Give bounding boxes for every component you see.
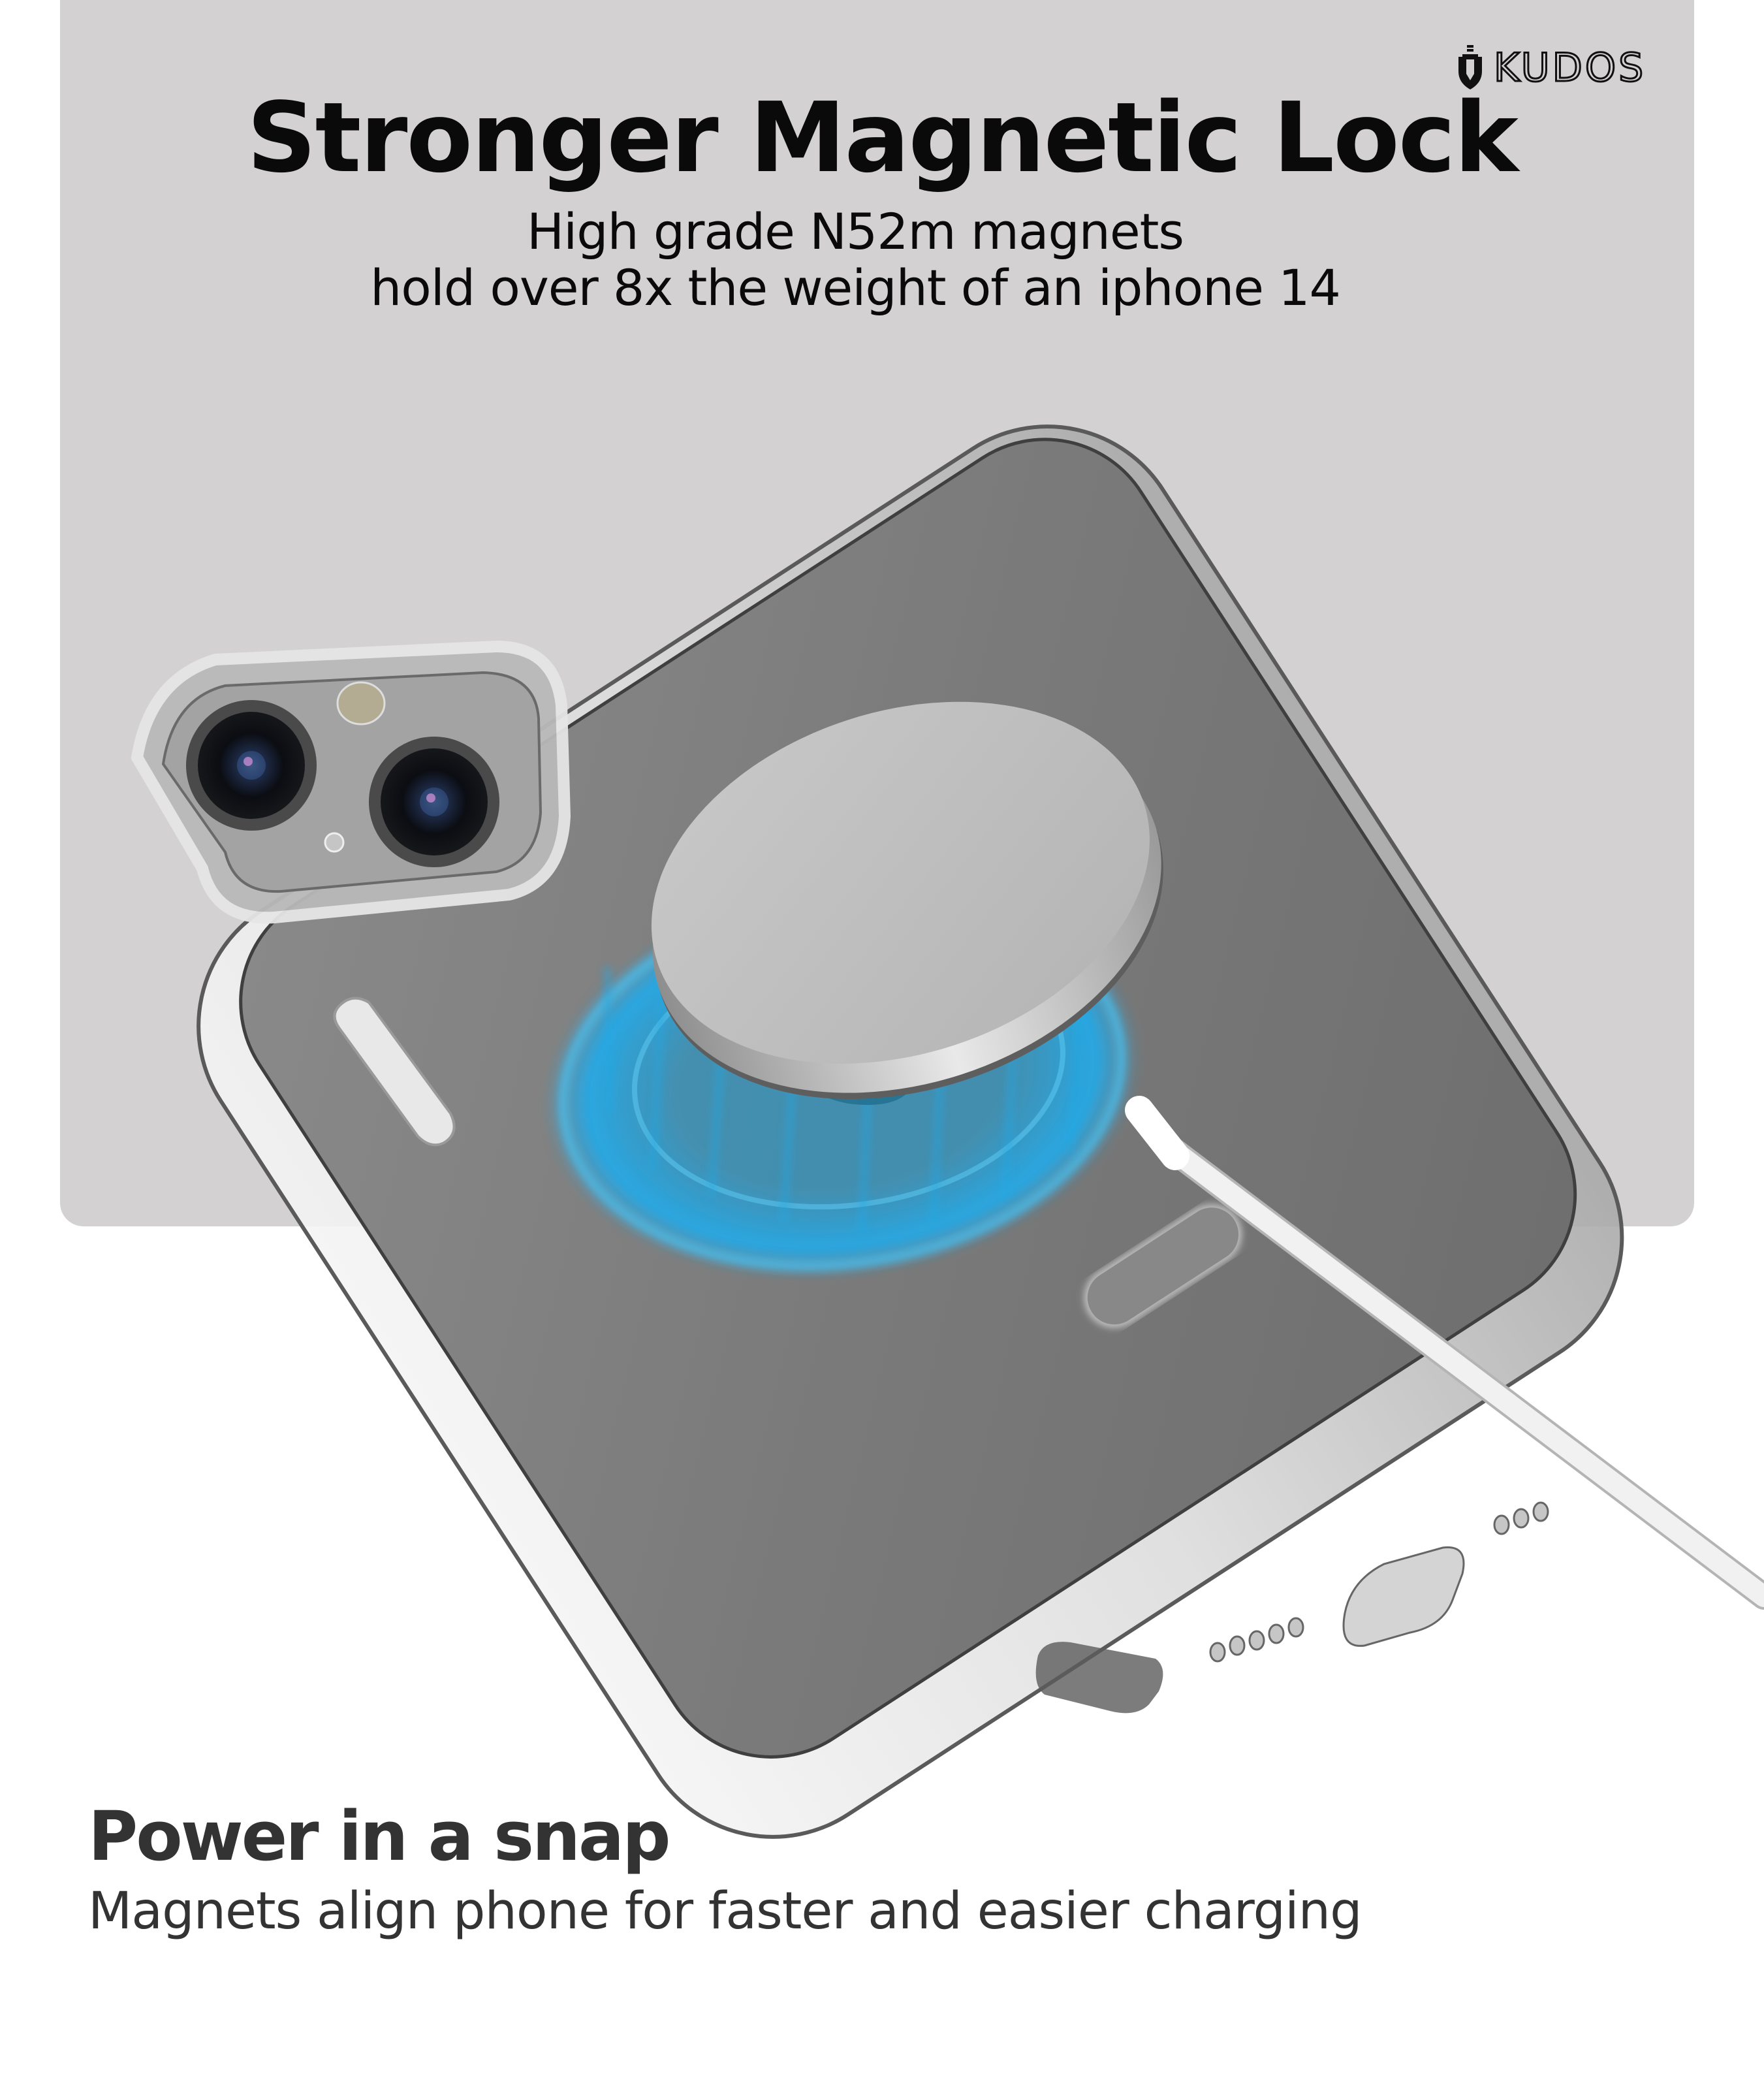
feature-title: Power in a snap [88,1796,671,1876]
feature-description: Magnets align phone for faster and easie… [88,1882,1362,1941]
magsafe-charger-puck [651,701,1163,1100]
shield-dagger-icon [1458,45,1482,89]
brand-logo: KUDOS [1456,44,1646,91]
camera-flash [336,681,386,726]
corner-bumper [1035,1642,1163,1714]
brand-name: KUDOS [1492,45,1646,91]
side-button [333,997,456,1147]
charging-cable [1125,1096,1764,1610]
hero-title: Stronger Magnetic Lock [247,82,1519,194]
subtitle-line-1: High grade N52m magnets [527,202,1184,261]
magsafe-alignment-slot [1085,1205,1241,1327]
dual-camera-module [131,640,571,924]
hero-subtitle: High grade N52m magnets hold over 8x the… [0,204,1710,316]
subtitle-line-2: hold over 8x the weight of an iphone 14 [370,259,1341,317]
bottom-port-cutouts [1209,1501,1549,1663]
